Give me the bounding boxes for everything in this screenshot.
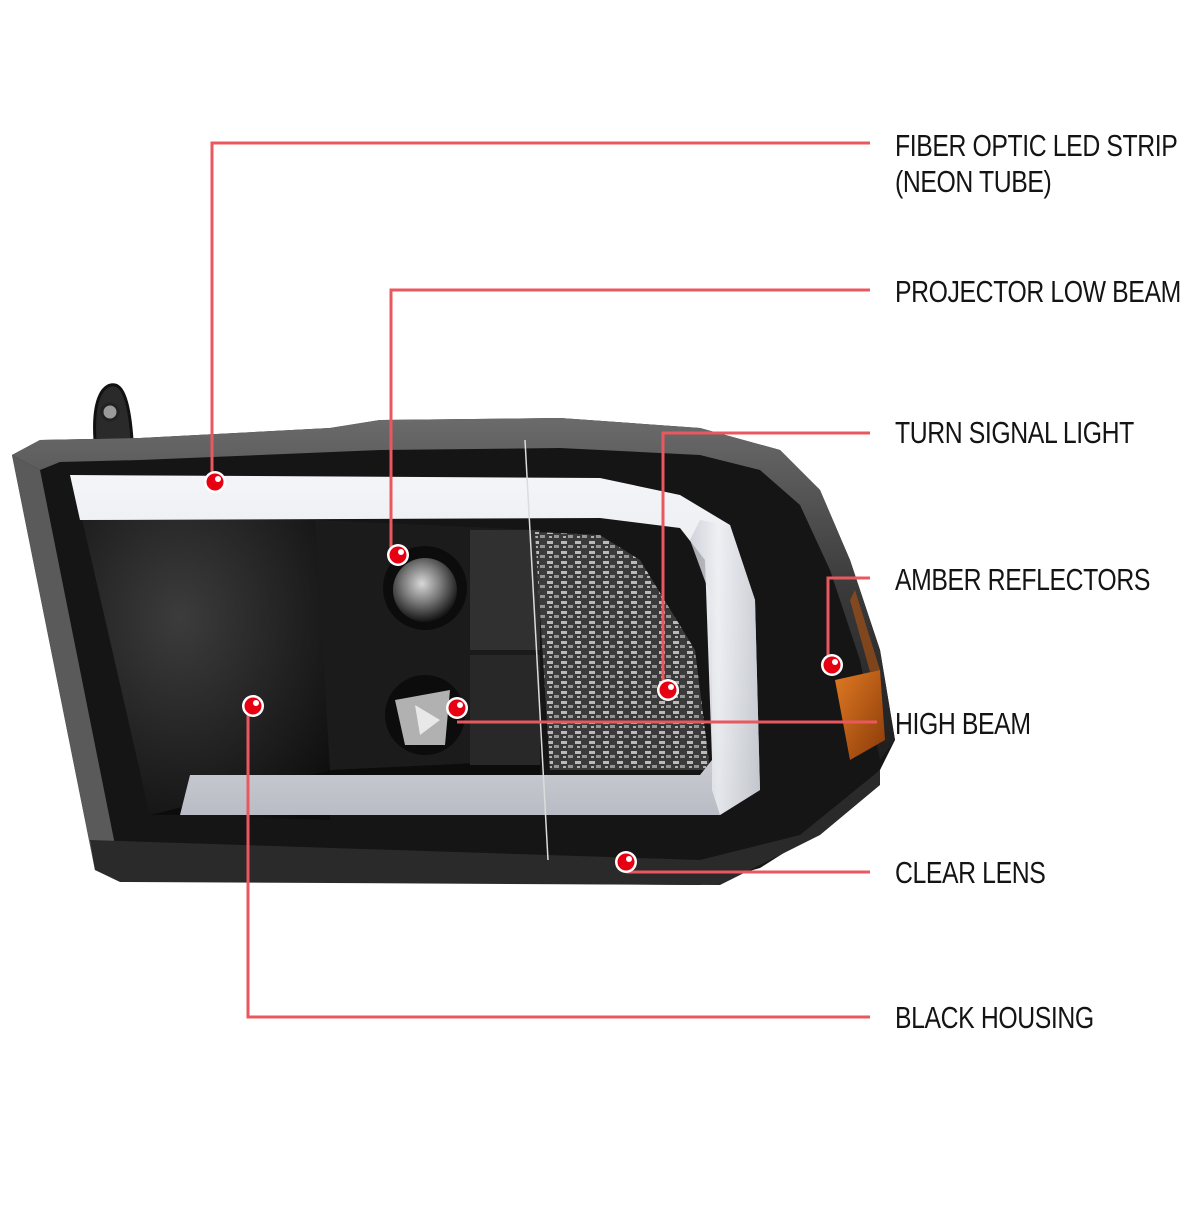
leader-lines xyxy=(210,141,877,1019)
label-black-housing: BLACK HOUSING xyxy=(895,1000,1094,1035)
label-fiber-optic-line1: FIBER OPTIC LED STRIP xyxy=(895,128,1178,163)
projector-module xyxy=(315,520,540,770)
mounting-tab xyxy=(93,383,134,442)
label-turn-signal: TURN SIGNAL LIGHT xyxy=(895,415,1134,450)
leader-line-amber xyxy=(826,576,870,665)
leader-line-turn-signal xyxy=(661,431,870,690)
leader-line-fiber-optic xyxy=(210,141,870,482)
amber-reflector xyxy=(835,590,885,760)
leader-line-black-housing xyxy=(246,706,870,1019)
marker-black-housing xyxy=(242,695,264,717)
label-amber-reflectors: AMBER REFLECTORS xyxy=(895,562,1150,597)
label-projector-low-beam: PROJECTOR LOW BEAM xyxy=(895,274,1181,309)
label-fiber-optic: FIBER OPTIC LED STRIP (NEON TUBE) xyxy=(895,128,1178,200)
fiber-optic-neon-tube xyxy=(70,475,760,815)
callout-markers xyxy=(204,471,843,873)
label-high-beam: HIGH BEAM xyxy=(895,706,1031,741)
marker-clear-lens xyxy=(615,851,637,873)
marker-fiber-optic xyxy=(204,471,226,493)
marker-projector xyxy=(387,544,409,566)
lens-seam xyxy=(524,439,549,861)
label-clear-lens: CLEAR LENS xyxy=(895,855,1046,890)
turn-signal-reflector xyxy=(535,532,710,770)
marker-turn-signal xyxy=(657,679,679,701)
label-fiber-optic-line2: (NEON TUBE) xyxy=(895,164,1052,199)
leader-line-projector xyxy=(389,288,870,555)
marker-high-beam xyxy=(446,697,468,719)
marker-amber xyxy=(821,654,843,676)
